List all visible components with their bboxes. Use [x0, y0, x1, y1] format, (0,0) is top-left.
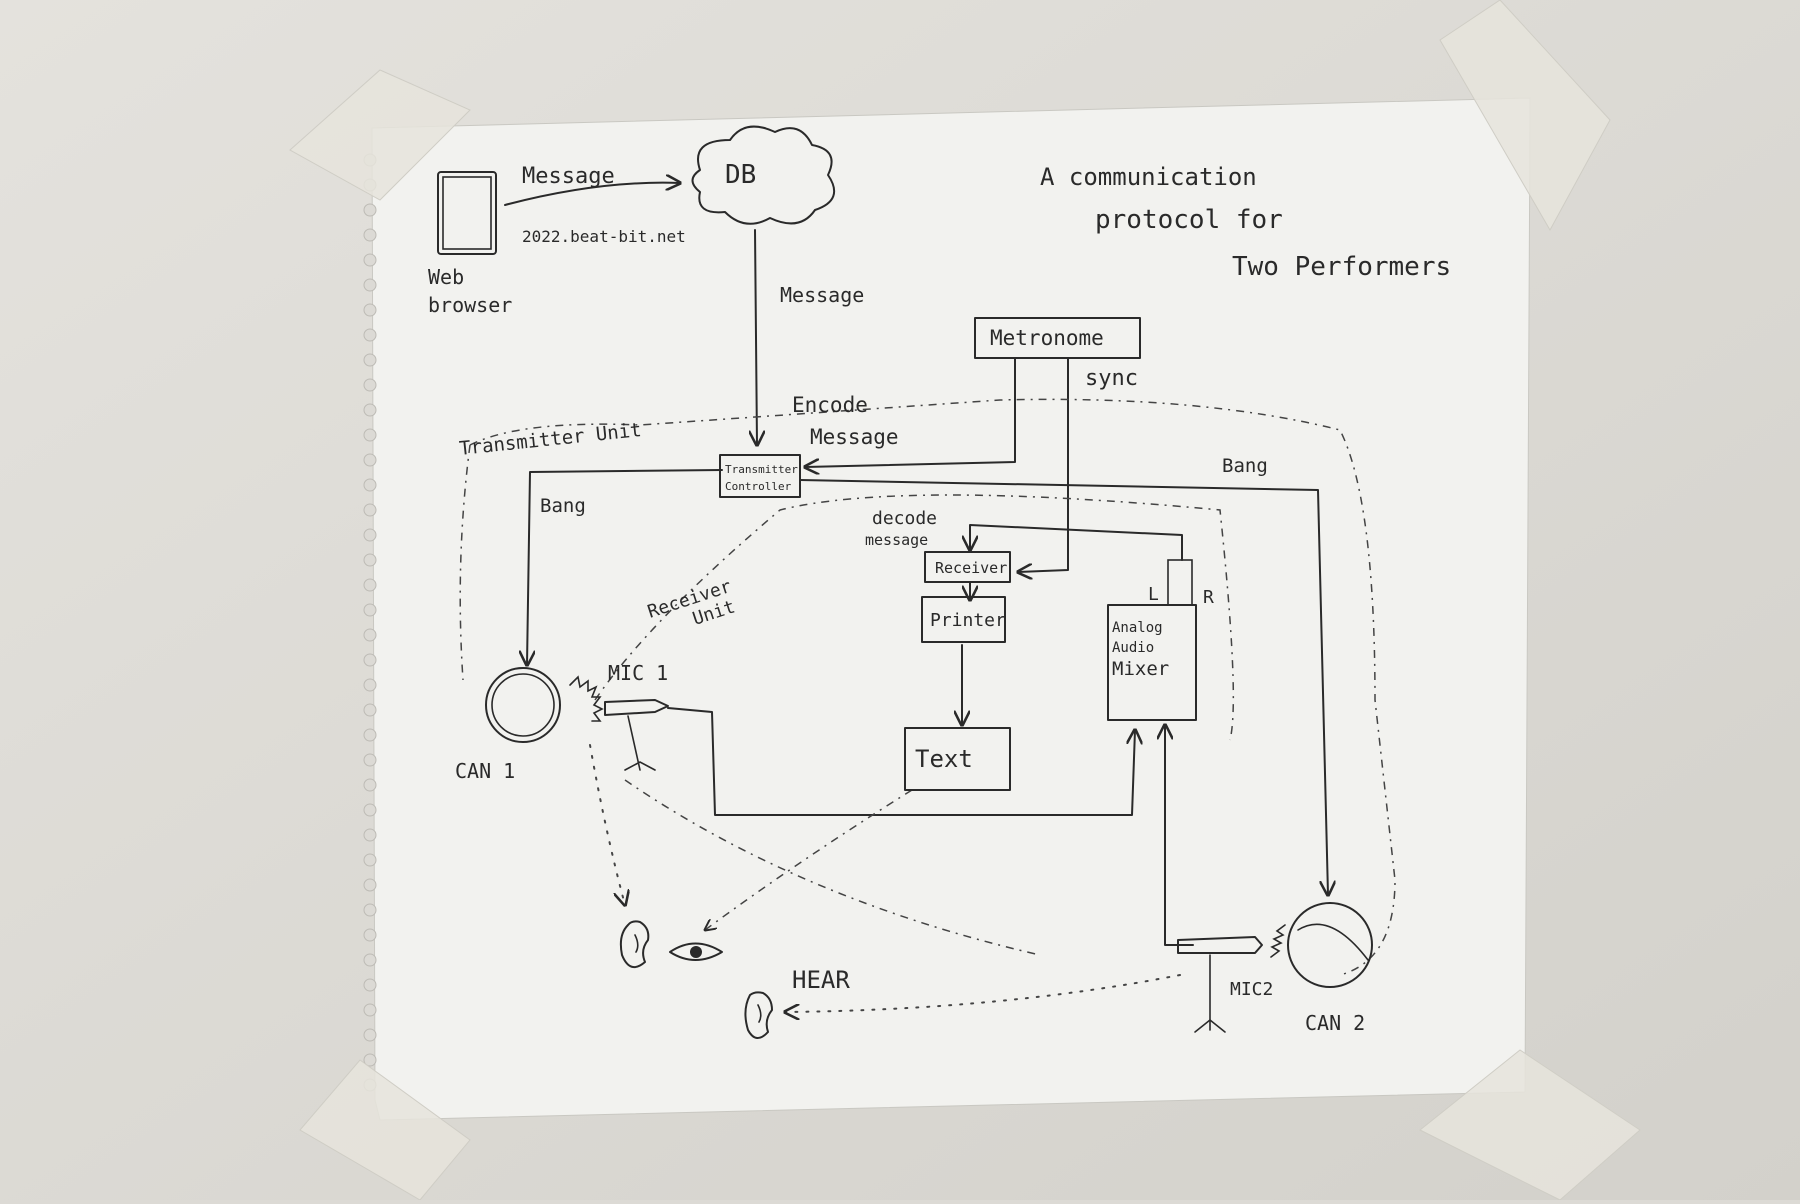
text-output-label: Text	[915, 745, 973, 773]
receiver-unit-boundary	[594, 494, 1235, 741]
mixer-r-label: R	[1203, 587, 1214, 608]
hear-label: HEAR	[792, 966, 850, 994]
transmitter-unit-boundary-left	[459, 444, 471, 681]
title-line-2: protocol for	[1095, 205, 1283, 235]
mixer-l-label: L	[1148, 584, 1159, 605]
mic2-device	[1177, 936, 1263, 1033]
mic2-label: MIC2	[1230, 979, 1273, 1000]
arrow-mixer-to-receiver	[970, 524, 1183, 561]
printer-label: Printer	[930, 610, 1006, 631]
mixer-label-2: Audio	[1112, 640, 1154, 656]
arrow-db-to-controller	[755, 229, 757, 445]
sync-label: sync	[1085, 366, 1138, 391]
wire-mic1-to-mixer	[667, 707, 1135, 816]
metronome-box	[974, 317, 1141, 359]
can-icon	[1287, 902, 1373, 988]
bang-left-label: Bang	[540, 495, 586, 517]
can2-device	[1270, 902, 1373, 988]
can-icon	[485, 667, 561, 743]
metronome-label: Metronome	[990, 326, 1104, 350]
text-output-box	[904, 727, 1011, 791]
mixer-label-3: Mixer	[1112, 658, 1169, 680]
analog-audio-mixer-box	[1107, 604, 1197, 721]
can1-label: CAN 1	[455, 759, 515, 783]
can1-vibration-icon	[569, 675, 604, 722]
arrow-controller-to-can2	[799, 479, 1328, 895]
mixer-label-1: Analog	[1112, 620, 1163, 636]
encode-label-2: Message	[810, 425, 899, 449]
message-label-top: Message	[522, 164, 615, 189]
microphone-icon	[604, 699, 669, 716]
mixer-input-jack	[1167, 559, 1193, 606]
decode-label-2: message	[865, 531, 928, 549]
mic1-label: MIC 1	[608, 661, 668, 685]
printer-box	[921, 596, 1006, 643]
transmitter-unit-boundary	[469, 398, 1396, 976]
mic1-device	[604, 699, 669, 771]
arrow-browser-to-db	[504, 183, 680, 206]
ear-icon	[744, 991, 773, 1039]
web-browser-device	[437, 171, 497, 255]
encode-label-1: Encode	[792, 393, 868, 417]
url-label: 2022.beat-bit.net	[522, 227, 686, 246]
wire-mic2-to-mixer	[1165, 725, 1194, 946]
dotted-can1-to-ear	[589, 744, 625, 905]
arrow-metronome-to-controller	[805, 357, 1016, 467]
title-line-3: Two Performers	[1232, 252, 1451, 282]
db-label: DB	[725, 160, 756, 190]
transmitter-controller-label-2: Controller	[725, 480, 792, 493]
dotted-can2-to-ear	[785, 974, 1181, 1012]
dashdot-text-to-eye	[705, 789, 913, 930]
can1-device	[485, 667, 604, 743]
can2-label: CAN 2	[1305, 1011, 1365, 1035]
web-browser-label-1: Web	[428, 265, 464, 289]
db-cloud-icon	[691, 125, 836, 225]
arrow-metronome-to-receiver	[1018, 357, 1069, 572]
arrow-controller-to-can1	[527, 469, 723, 665]
bang-right-label: Bang	[1222, 455, 1268, 477]
phone-icon	[437, 171, 497, 255]
message-label-down: Message	[780, 283, 864, 307]
microphone-icon	[1177, 936, 1263, 954]
dashdot-can1-to-can2	[624, 779, 1041, 956]
tape-corners	[289, 0, 1641, 1201]
decode-label-1: decode	[872, 508, 937, 529]
ear-icon	[619, 920, 650, 969]
title-line-1: A communication	[1040, 163, 1257, 191]
transmitter-controller-box	[719, 454, 801, 498]
receiver-box	[924, 551, 1011, 583]
transmitter-controller-label-1: Transmitter	[725, 463, 798, 476]
receiver-label: Receiver	[935, 559, 1007, 577]
eye-icon	[669, 942, 723, 961]
can2-vibration-icon	[1270, 924, 1286, 958]
web-browser-label-2: browser	[428, 293, 512, 317]
